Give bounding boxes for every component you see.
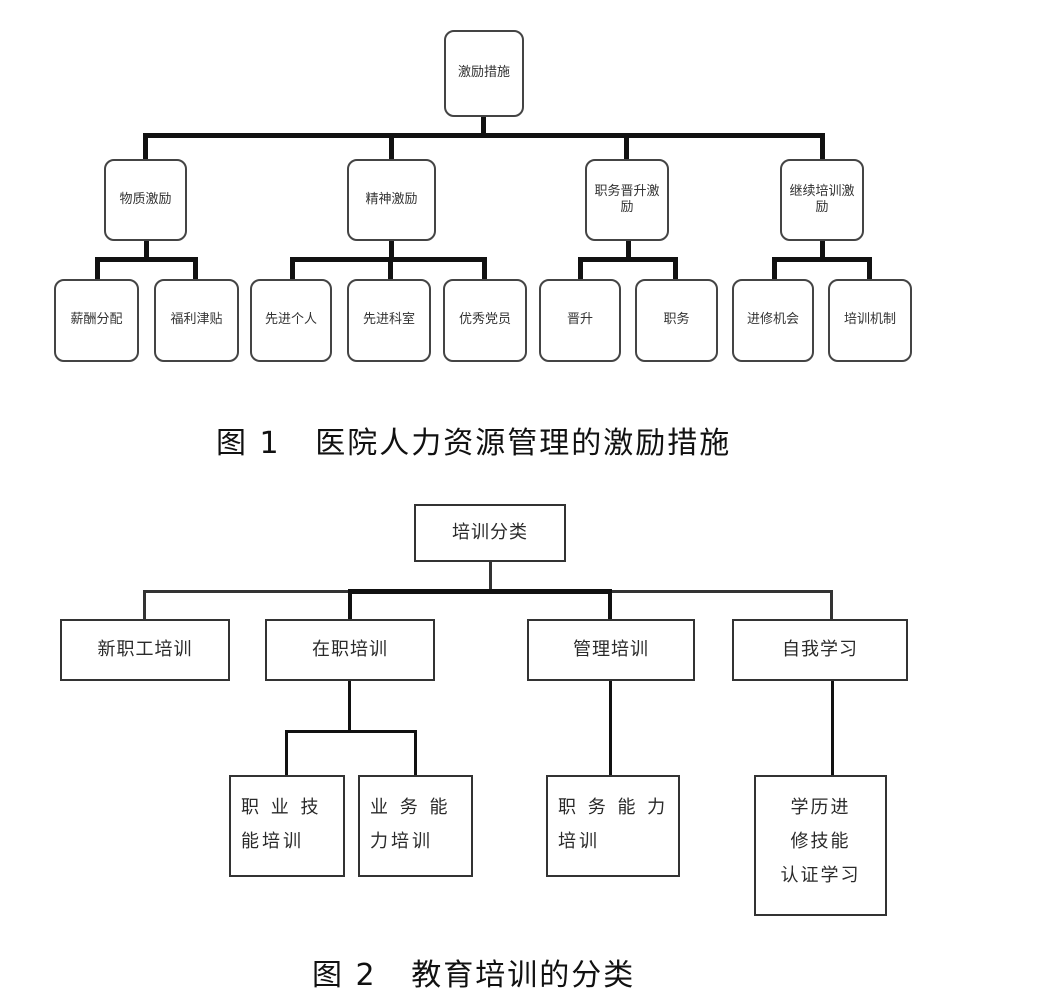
connector: [578, 257, 583, 281]
node-welfare: 福利津贴: [154, 279, 239, 362]
connector: [820, 238, 825, 260]
connector: [290, 257, 295, 281]
node-study-opportunity: 进修机会: [732, 279, 814, 362]
node-position: 职务: [635, 279, 718, 362]
figure-1-caption: 图 1 医院人力资源管理的激励措施: [216, 426, 732, 461]
connector: [143, 133, 825, 138]
connector: [867, 257, 872, 281]
connector: [285, 730, 288, 776]
connector: [482, 257, 487, 281]
connector: [830, 590, 833, 620]
node-promotion: 晋升: [539, 279, 621, 362]
node-vocational-skill-training: 职 业 技 能培训: [229, 775, 345, 877]
connector: [143, 590, 146, 620]
node-self-learning: 自我学习: [732, 619, 908, 681]
node-training-incentive: 继续培训激励: [780, 159, 864, 241]
connector: [624, 133, 629, 161]
node-advanced-person: 先进个人: [250, 279, 332, 362]
connector: [831, 679, 834, 776]
connector: [348, 589, 612, 594]
connector: [348, 590, 352, 620]
node-new-staff-training: 新职工培训: [60, 619, 230, 681]
connector: [285, 730, 417, 733]
connector: [626, 238, 631, 260]
node-material-incentive: 物质激励: [104, 159, 187, 241]
node-degree-skill-cert-learning: 学历进 修技能 认证学习: [754, 775, 887, 916]
node-salary: 薪酬分配: [54, 279, 139, 362]
node-root: 激励措施: [444, 30, 524, 117]
node-spiritual-incentive: 精神激励: [347, 159, 436, 241]
connector: [95, 257, 198, 262]
node-excellent-member: 优秀党员: [443, 279, 527, 362]
connector: [348, 679, 351, 731]
connector: [144, 238, 149, 260]
connector: [489, 560, 492, 592]
connector: [820, 133, 825, 161]
connector: [388, 257, 393, 281]
connector: [389, 238, 394, 260]
node-advanced-dept: 先进科室: [347, 279, 431, 362]
connector: [143, 133, 148, 161]
connector: [389, 133, 394, 161]
connector: [578, 257, 678, 262]
node-onjob-training: 在职培训: [265, 619, 435, 681]
connector: [481, 115, 486, 135]
connector: [772, 257, 872, 262]
connector: [193, 257, 198, 281]
node-business-ability-training: 业 务 能 力培训: [358, 775, 473, 877]
connector: [95, 257, 100, 281]
connector: [673, 257, 678, 281]
connector: [608, 590, 612, 620]
connector: [414, 730, 417, 776]
node-training-categories: 培训分类: [414, 504, 566, 562]
node-position-ability-training: 职 务 能 力 培训: [546, 775, 680, 877]
node-management-training: 管理培训: [527, 619, 695, 681]
node-promotion-incentive: 职务晋升激励: [585, 159, 669, 241]
figure-2-caption: 图 2 教育培训的分类: [312, 958, 636, 993]
connector: [772, 257, 777, 281]
connector: [609, 679, 612, 776]
node-training-mechanism: 培训机制: [828, 279, 912, 362]
